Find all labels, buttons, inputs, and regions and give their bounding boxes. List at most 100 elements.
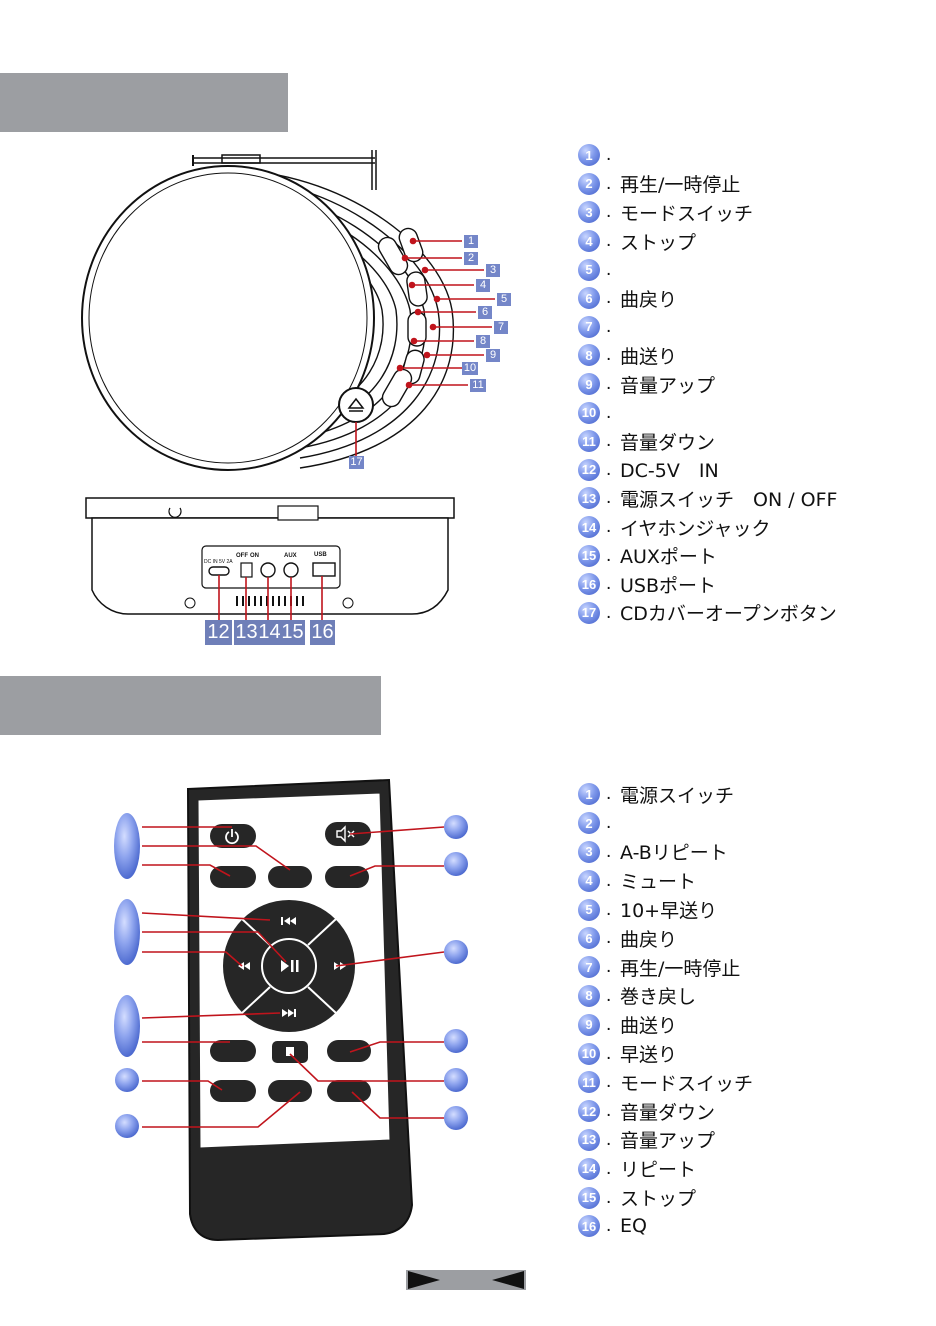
power-button[interactable] [210,824,256,848]
item-label: 電源スイッチ [620,784,735,807]
item-label: ストップ [620,231,697,254]
ten-plus-button[interactable] [325,866,369,888]
list-item: 13.音量アップ [578,1126,753,1155]
rear-label-usb: USB [314,552,327,558]
number-badge: 10 [578,401,600,424]
list-item: 9.曲送り [578,1010,753,1039]
list-item: 6.曲戻り [578,924,753,953]
eq-button[interactable] [268,1080,312,1102]
list-item: 1. [578,141,837,170]
list-item: 5.10+早送り [578,895,753,924]
play-pause-icon [281,960,299,972]
rear-label-off: OFF [236,553,248,559]
number-badge: 16 [578,573,600,596]
list-item: 7.再生/一時停止 [578,953,753,982]
rear-callout-tag: 12 [205,620,232,645]
number-badge: 1 [578,783,600,806]
item-label: USBポート [620,574,717,597]
list-item: 11.モードスイッチ [578,1068,753,1097]
list-item: 4.ミュート [578,866,753,895]
number-badge: 3 [578,201,600,224]
list-item: 15.AUXポート [578,541,837,570]
list-item: 11.音量ダウン [578,427,837,456]
callout-tag: 8 [476,335,490,348]
list-item: 4.ストップ [578,227,837,256]
number-badge: 14 [578,1157,600,1180]
list-item: 1.電源スイッチ [578,780,753,809]
list-item: 3.A-Bリピート [578,838,753,867]
rewind-icon [238,962,250,970]
item-label: 曲送り [620,1015,678,1038]
number-badge: 5 [578,258,600,281]
list-item: 2. [578,809,753,838]
rear-callout-tag: 15 [280,620,305,645]
item-label: EQ [620,1215,647,1238]
item-label: 再生/一時停止 [620,957,741,980]
list-item: 16.EQ [578,1212,753,1241]
list-item: 13.電源スイッチ ON / OFF [578,484,837,513]
item-label: モードスイッチ [620,202,754,225]
list-item: 17.CDカバーオープンボタン [578,599,837,628]
number-badge: 4 [578,869,600,892]
volume-down-button[interactable] [210,1080,256,1102]
list-item: 5. [578,255,837,284]
item-label: ストップ [620,1188,697,1211]
previous-track-icon [281,917,296,925]
item-label: AUXポート [620,546,717,569]
unit-parts-list: 1. 2.再生/一時停止 3.モードスイッチ 4.ストップ 5. 6.曲戻り 7… [578,141,837,627]
callout-tag: 11 [470,379,486,392]
list-item: 6.曲戻り [578,284,837,313]
number-badge: 1 [578,144,600,167]
mute-button[interactable] [325,822,371,846]
item-label: 10+早送り [620,900,718,923]
list-item: 10. [578,398,837,427]
item-label: DC-5V IN [620,460,719,483]
volume-up-button[interactable] [327,1040,371,1062]
number-badge: 15 [578,544,600,567]
rear-label-dc: DC IN 5V 2A [204,559,233,565]
list-item: 12.音量ダウン [578,1097,753,1126]
rear-callout-tag: 16 [310,620,335,645]
list-item: 8.巻き戻し [578,982,753,1011]
callout-tag: 4 [476,279,490,292]
list-item: 14.イヤホンジャック [578,513,837,542]
callout-tag: 10 [462,362,478,375]
list-item: 7. [578,313,837,342]
next-track-icon [282,1009,296,1017]
number-badge: 16 [578,1215,600,1238]
item-label: 音量ダウン [620,431,716,454]
number-badge: 17 [578,601,600,624]
number-badge: 3 [578,840,600,863]
number-badge: 8 [578,344,600,367]
item-label: 早送り [620,1044,678,1067]
item-label: 曲送り [620,345,678,368]
callout-tag: 9 [486,349,500,362]
callout-tag: 7 [494,321,508,334]
callout-tag-eject: 17 [349,456,364,469]
repeat-button[interactable] [327,1080,371,1102]
list-item: 3.モードスイッチ [578,198,837,227]
ab-repeat-button[interactable] [268,866,312,888]
list-item: 2.再生/一時停止 [578,170,837,199]
callout-tag: 3 [486,264,500,277]
number-badge: 2 [578,812,600,835]
rear-label-aux: AUX [284,553,297,559]
item-label: リピート [620,1159,697,1182]
list-item: 8.曲送り [578,341,837,370]
number-badge: 13 [578,487,600,510]
rear-callout-tag: 13 [234,620,259,645]
number-badge: 9 [578,1013,600,1036]
item-label: 曲戻り [620,928,678,951]
item-label: モードスイッチ [620,1072,754,1095]
number-badge: 7 [578,315,600,338]
number-badge: 9 [578,373,600,396]
number-badge: 10 [578,1042,600,1065]
item-label: 再生/一時停止 [620,174,741,197]
callout-tag: 6 [478,306,492,319]
mode-button[interactable] [210,1040,256,1062]
list-item: 14.リピート [578,1154,753,1183]
section-header-band-unit [0,73,288,132]
item-label: CDカバーオープンボタン [620,603,837,626]
page-nav-arrows [406,1270,526,1290]
